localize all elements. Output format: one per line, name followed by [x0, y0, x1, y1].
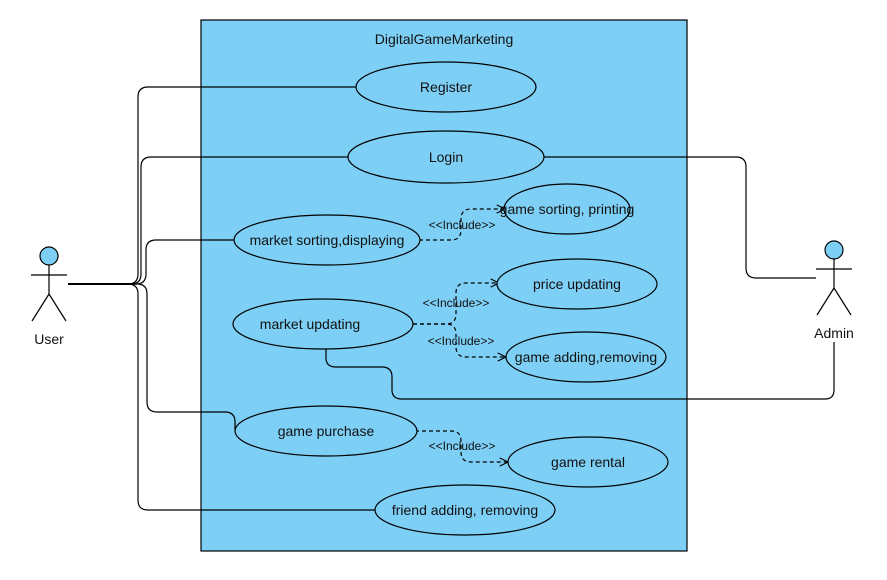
use-case-game-adding-label: game adding,removing [515, 349, 657, 365]
actor-admin[interactable] [816, 240, 852, 316]
actor-admin-right-leg [833, 287, 852, 316]
use-case-market-updating-shape [232, 298, 414, 350]
actor-admin-label: Admin [814, 325, 854, 341]
use-case-register-shape [355, 61, 537, 113]
use-case-game-purchase[interactable]: game purchase [234, 405, 418, 457]
use-case-market-sorting[interactable]: market sorting,displaying [233, 214, 421, 266]
include-arrow-2 [413, 283, 499, 325]
use-case-register-label: Register [420, 79, 472, 95]
use-case-login-shape [347, 130, 545, 184]
assoc-admin-market-updating [325, 342, 835, 400]
include-label-2: <<Include>> [423, 296, 490, 310]
use-case-price-updating-label: price updating [533, 276, 621, 292]
use-case-game-sorting[interactable]: game sorting, printing [500, 183, 635, 235]
use-case-login[interactable]: Login [347, 130, 545, 184]
use-case-price-updating[interactable]: price updating [496, 258, 658, 310]
admin-associations [325, 156, 835, 400]
include-arrow-3 [413, 323, 506, 357]
use-case-game-purchase-shape [234, 405, 418, 457]
use-case-game-rental[interactable]: game rental [507, 436, 669, 488]
include-label-1: <<Include>> [429, 218, 496, 232]
include-arrow-4 [415, 430, 508, 462]
actor-user[interactable] [31, 246, 67, 322]
assoc-admin-login [544, 156, 816, 279]
use-case-market-sorting-shape [233, 214, 421, 266]
actor-user-label: User [34, 331, 64, 347]
use-case-game-rental-shape [507, 436, 669, 488]
assoc-user-market-updating [68, 283, 236, 430]
use-case-friend-adding[interactable]: friend adding, removing [374, 484, 556, 536]
use-case-game-adding[interactable]: game adding,removing [505, 331, 667, 383]
include-relations [413, 209, 508, 462]
use-case-game-sorting-shape [503, 183, 631, 235]
use-case-price-updating-shape [496, 258, 658, 310]
use-case-game-sorting-label: game sorting, printing [500, 201, 635, 217]
assoc-user-market-sorting [68, 239, 234, 285]
use-case-market-sorting-label: market sorting,displaying [250, 232, 405, 248]
use-case-market-updating[interactable]: market updating [232, 298, 414, 350]
use-case-game-rental-label: game rental [551, 454, 625, 470]
system-title: DigitalGameMarketing [375, 31, 514, 47]
actor-user-right-leg [48, 293, 67, 322]
assoc-user-friend-adding [68, 283, 376, 511]
include-label-4: <<Include>> [429, 439, 496, 453]
include-label-3: <<Include>> [428, 334, 495, 348]
actor-admin-head [824, 240, 844, 260]
actor-user-head [39, 246, 59, 266]
use-case-game-adding-shape [505, 331, 667, 383]
use-case-friend-adding-label: friend adding, removing [392, 502, 538, 518]
use-case-game-purchase-label: game purchase [278, 423, 375, 439]
use-case-login-label: Login [429, 149, 463, 165]
actor-user-left-leg [31, 293, 50, 322]
actor-admin-left-leg [816, 287, 835, 316]
use-case-market-updating-label: market updating [260, 316, 360, 332]
include-arrow-1 [419, 209, 505, 241]
user-associations [68, 86, 376, 511]
use-case-register[interactable]: Register [355, 61, 537, 113]
use-case-friend-adding-shape [374, 484, 556, 536]
